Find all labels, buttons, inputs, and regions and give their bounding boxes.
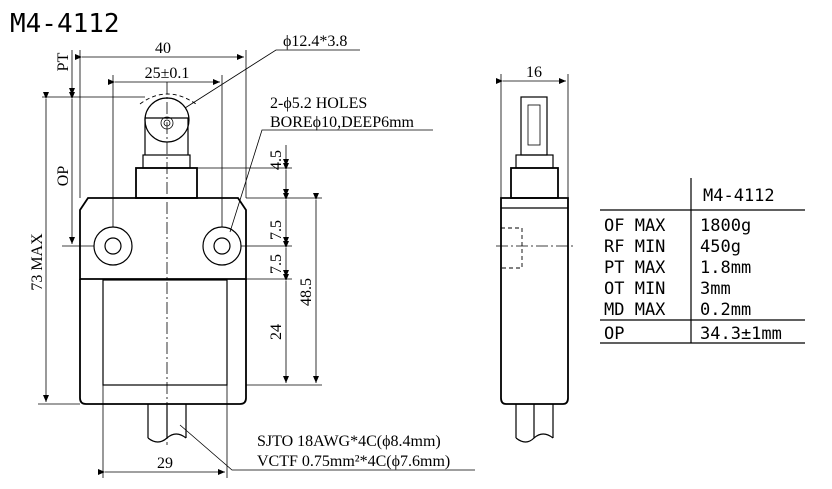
dim-hole-pitch-label: 25±0.1	[145, 65, 190, 82]
dim-width-label: 40	[155, 40, 171, 57]
spec-label-md-max: MD MAX	[604, 300, 666, 320]
callout-cable: SJTO 18AWG*4C(ϕ8.4mm) VCTF 0.75mm²*4C(ϕ7…	[179, 424, 475, 471]
side-roller-axle	[527, 104, 541, 146]
switch-lower-body	[79, 279, 247, 405]
cable-note-line-1: SJTO 18AWG*4C(ϕ8.4mm)	[257, 433, 441, 450]
dim-bottom: 29	[98, 385, 228, 478]
plunger-housing	[135, 167, 198, 199]
spec-label-pt-max: PT MAX	[604, 258, 666, 278]
spec-value-rf-min: 450g	[700, 237, 741, 257]
dim-7-5-lower-label: 7.5	[268, 254, 285, 274]
spec-value-ot-min: 3mm	[700, 279, 731, 299]
dim-7-5-upper-label: 7.5	[268, 220, 285, 240]
roller-dimension-label: ϕ12.4*3.8	[283, 33, 347, 50]
cable-note-line-2: VCTF 0.75mm²*4C(ϕ7.6mm)	[257, 453, 450, 470]
side-plunger-housing	[510, 167, 559, 199]
front-view: 40 25±0.1 ϕ12.4*3.8 2-ϕ5.2 HOLES BOREϕ10…	[29, 33, 475, 478]
callout-roller: ϕ12.4*3.8	[184, 33, 360, 109]
side-view: 16	[496, 64, 575, 443]
dim-bottom-label: 29	[157, 455, 173, 472]
plunger-stem	[144, 117, 189, 155]
spec-table-header: M4-4112	[703, 186, 775, 206]
dim-hole-pitch: 25±0.1	[108, 65, 223, 227]
spec-label-rf-min: RF MIN	[604, 237, 665, 257]
dim-pt-label: PT	[55, 52, 72, 71]
plunger-collar	[142, 154, 191, 169]
dim-overall-height: 73 MAX	[29, 92, 80, 405]
spec-label-op: OP	[604, 324, 624, 344]
spec-table: M4-4112 OF MAX 1800g RF MIN 450g PT MAX …	[600, 178, 805, 344]
spec-value-of-max: 1800g	[700, 216, 751, 236]
spec-label-of-max: OF MAX	[604, 216, 666, 236]
spec-value-md-max: 0.2mm	[700, 300, 751, 320]
dim-4-5-label: 4.5	[268, 150, 285, 170]
dim-24-label: 24	[268, 324, 285, 340]
side-roller	[520, 96, 548, 156]
dim-side-width: 16	[496, 64, 569, 198]
mounting-hole-left	[93, 226, 133, 266]
holes-note-line-2: BOREϕ10,DEEP6mm	[270, 114, 415, 131]
side-plunger-collar	[515, 154, 554, 169]
spec-value-pt-max: 1.8mm	[700, 258, 751, 278]
side-hole-hidden	[501, 227, 523, 269]
spec-label-ot-min: OT MIN	[604, 279, 665, 299]
dim-overall-height-label: 73 MAX	[29, 233, 46, 291]
dim-op-label: OP	[55, 166, 72, 187]
dim-pt-op: PT OP	[42, 50, 145, 247]
dim-side-width-label: 16	[526, 64, 542, 81]
dim-right-stack: 4.5 7.5 7.5 24 48.5	[197, 145, 322, 386]
mounting-hole-right	[202, 226, 242, 266]
dim-48-5-label: 48.5	[298, 278, 315, 306]
label-panel	[102, 279, 228, 386]
spec-value-op: 34.3±1mm	[700, 324, 782, 344]
model-title: M4-4112	[10, 9, 120, 39]
side-body	[500, 197, 569, 405]
holes-note-line-1: 2-ϕ5.2 HOLES	[270, 95, 367, 112]
side-cable	[515, 404, 554, 443]
callout-holes: 2-ϕ5.2 HOLES BOREϕ10,DEEP6mm	[229, 95, 433, 233]
dim-width: 40	[75, 40, 247, 198]
